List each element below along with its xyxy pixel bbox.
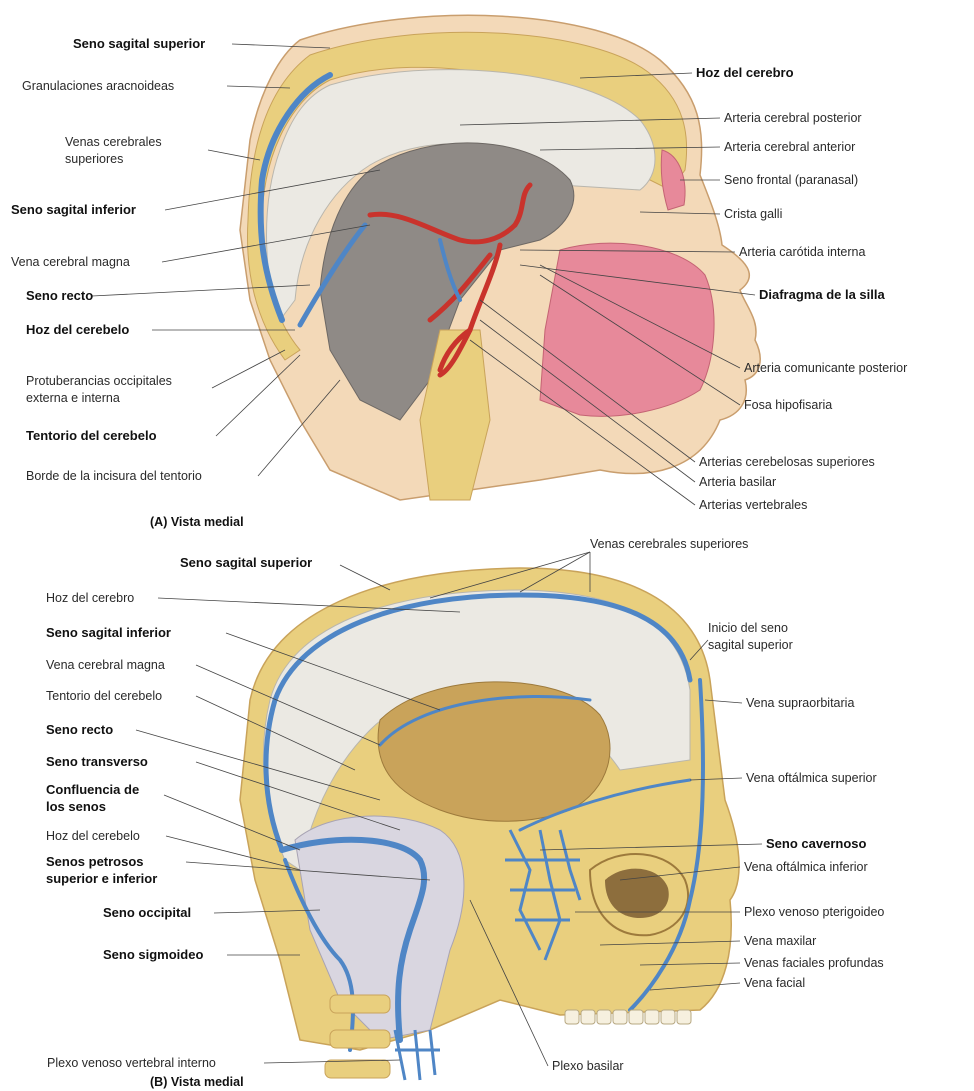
label-b-left-0: Hoz del cerebro: [46, 591, 134, 605]
panel-b-left-labels: Hoz del cerebro Seno sagital inferior Ve…: [46, 591, 216, 1070]
label-a-left-10: Tentorio del cerebelo: [26, 428, 157, 443]
label-a-right-0: Hoz del cerebro: [696, 65, 794, 80]
label-b-left-12: Seno sigmoideo: [103, 947, 203, 962]
label-b-left-7: los senos: [46, 799, 106, 814]
panel-a-caption: (A) Vista medial: [150, 515, 244, 529]
label-b-left-3: Tentorio del cerebelo: [46, 689, 162, 703]
label-a-left-0: Seno sagital superior: [73, 36, 205, 51]
label-a-right-7: Arteria comunicante posterior: [744, 361, 907, 375]
panel-b-top-labels: Venas cerebrales superiores Seno sagital…: [180, 537, 748, 570]
label-a-right-3: Seno frontal (paranasal): [724, 173, 858, 187]
label-a-right-8: Fosa hipofisaria: [744, 398, 832, 412]
panel-a-nasal-cavity: [540, 243, 714, 416]
label-a-right-9: Arterias cerebelosas superiores: [699, 455, 875, 469]
label-b-right-4: Seno cavernoso: [766, 836, 866, 851]
label-b-left-9: Senos petrosos: [46, 854, 144, 869]
label-b-right-6: Plexo venoso pterigoideo: [744, 905, 884, 919]
panel-b-right-labels: Inicio del seno sagital superior Vena su…: [708, 621, 884, 990]
label-b-right-1: sagital superior: [708, 638, 793, 652]
label-b-left-8: Hoz del cerebelo: [46, 829, 140, 843]
panel-b-vertebra-2: [330, 1030, 390, 1048]
label-b-left-6: Confluencia de: [46, 782, 139, 797]
label-b-left-11: Seno occipital: [103, 905, 191, 920]
label-a-left-1: Granulaciones aracnoideas: [22, 79, 174, 93]
label-b-left-4: Seno recto: [46, 722, 113, 737]
label-b-right-0: Inicio del seno: [708, 621, 788, 635]
panel-b-vertebra-1: [330, 995, 390, 1013]
label-b-left-5: Seno transverso: [46, 754, 148, 769]
label-b-top-0: Venas cerebrales superiores: [590, 537, 748, 551]
label-b-left-13: Plexo venoso vertebral interno: [47, 1056, 216, 1070]
panel-b-bottom-labels: Plexo basilar: [552, 1059, 624, 1073]
label-b-right-7: Vena maxilar: [744, 934, 816, 948]
label-a-right-6: Diafragma de la silla: [759, 287, 885, 302]
label-b-top-1: Seno sagital superior: [180, 555, 312, 570]
label-a-right-1: Arteria cerebral posterior: [724, 111, 862, 125]
panel-b-vertebra-3: [325, 1060, 390, 1078]
panel-a-illustration: [240, 15, 760, 500]
panel-b-illustration: [240, 568, 739, 1080]
label-a-left-3: superiores: [65, 152, 123, 166]
label-b-left-10: superior e inferior: [46, 871, 157, 886]
label-b-right-9: Vena facial: [744, 976, 805, 990]
label-a-left-8: Protuberancias occipitales: [26, 374, 172, 388]
label-b-right-2: Vena supraorbitaria: [746, 696, 854, 710]
label-a-right-10: Arteria basilar: [699, 475, 776, 489]
label-a-right-4: Crista galli: [724, 207, 782, 221]
label-a-left-5: Vena cerebral magna: [11, 255, 130, 269]
label-a-left-7: Hoz del cerebelo: [26, 322, 129, 337]
label-b-right-5: Vena oftálmica inferior: [744, 860, 868, 874]
label-b-left-2: Vena cerebral magna: [46, 658, 165, 672]
label-a-right-11: Arterias vertebrales: [699, 498, 807, 512]
panel-b-caption: (B) Vista medial: [150, 1075, 244, 1089]
label-a-right-5: Arteria carótida interna: [739, 245, 866, 259]
label-a-left-6: Seno recto: [26, 288, 93, 303]
label-a-left-2: Venas cerebrales: [65, 135, 162, 149]
label-b-left-1: Seno sagital inferior: [46, 625, 171, 640]
label-b-bottom-0: Plexo basilar: [552, 1059, 624, 1073]
label-b-right-3: Vena oftálmica superior: [746, 771, 877, 785]
label-a-left-9: externa e interna: [26, 391, 120, 405]
label-a-left-11: Borde de la incisura del tentorio: [26, 469, 202, 483]
label-b-right-8: Venas faciales profundas: [744, 956, 884, 970]
label-a-left-4: Seno sagital inferior: [11, 202, 136, 217]
label-a-right-2: Arteria cerebral anterior: [724, 140, 855, 154]
